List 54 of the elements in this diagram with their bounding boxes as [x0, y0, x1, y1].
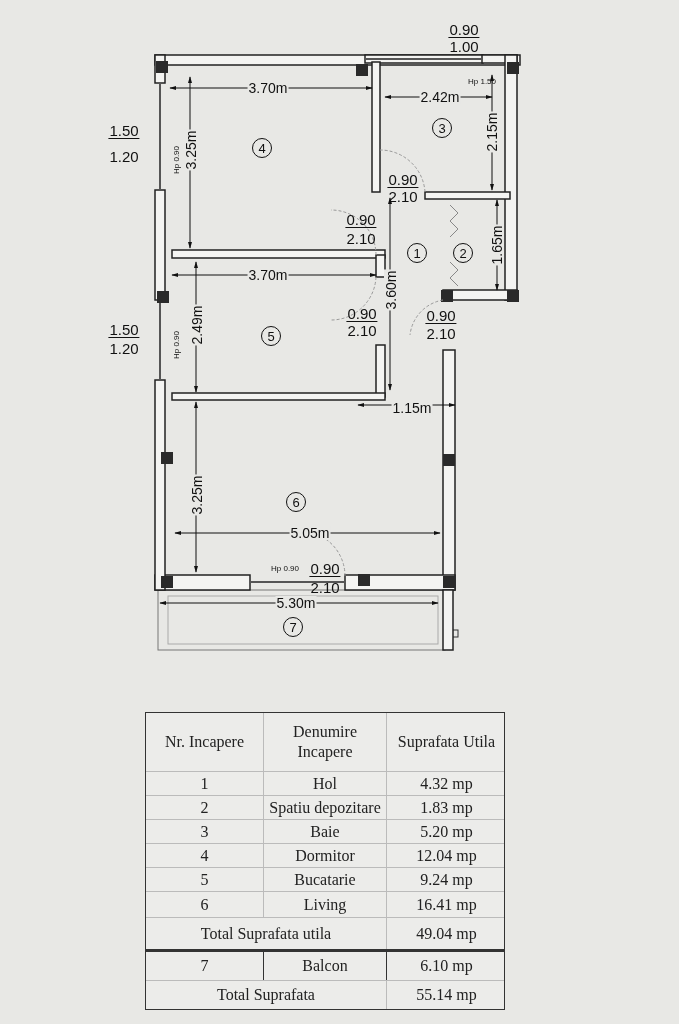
- opening-size: 1.50: [108, 322, 140, 338]
- table-cell-text: Nr. Incapere: [163, 732, 246, 753]
- dimension-label: 3.60m: [384, 269, 398, 311]
- table-cell: 4.32 mp: [386, 772, 506, 795]
- table-cell: 16.41 mp: [386, 892, 506, 917]
- opening-size: 2.10: [345, 230, 377, 246]
- sill-height: Hp 0.90: [271, 565, 299, 573]
- table-cell-text: 5: [199, 869, 210, 890]
- opening-size: 0.90: [309, 561, 341, 577]
- opening-size: 2.10: [387, 188, 419, 204]
- sill-height: Hp 0.90: [173, 146, 181, 174]
- dimension-label: 3.25m: [190, 474, 204, 516]
- table-cell: 6.10 mp: [386, 952, 506, 980]
- table-cell-text: 3: [199, 821, 210, 842]
- table-cell: Spatiu depozitare: [263, 796, 386, 819]
- table-cell: 5.20 mp: [386, 820, 506, 843]
- opening-size: 0.90: [448, 22, 480, 38]
- table-cell: 12.04 mp: [386, 844, 506, 867]
- table-cell: 49.04 mp: [386, 918, 506, 949]
- table-cell-text: 7: [199, 956, 210, 976]
- opening-size: 2.10: [309, 579, 341, 595]
- table-cell: 1.83 mp: [386, 796, 506, 819]
- table-cell: 55.14 mp: [386, 981, 506, 1009]
- dimension-label: 2.15m: [485, 111, 499, 153]
- table-cell: Living: [263, 892, 386, 917]
- opening-size: 2.10: [425, 325, 457, 341]
- opening-size: 0.90: [346, 306, 378, 322]
- opening-size: 2.10: [346, 322, 378, 338]
- table-cell-text: 4: [199, 845, 210, 866]
- table-cell: Baie: [263, 820, 386, 843]
- sill-height: Hp 0.90: [173, 331, 181, 359]
- opening-size: 1.50: [108, 123, 140, 139]
- table-cell: Dormitor: [263, 844, 386, 867]
- table-cell: Suprafata Utila: [386, 713, 506, 771]
- table-cell: 9.24 mp: [386, 868, 506, 891]
- table-cell: Balcon: [263, 952, 386, 980]
- table-cell-text: 6: [199, 894, 210, 915]
- dimension-label: 2.49m: [190, 304, 204, 346]
- table-cell-text: 1: [199, 773, 210, 794]
- table-cell: Denumire Incapere: [263, 713, 386, 771]
- opening-size: 1.20: [108, 340, 140, 356]
- table-cell-text: 2: [199, 797, 210, 818]
- opening-size: 0.90: [387, 172, 419, 188]
- opening-size: 1.20: [108, 148, 140, 164]
- table-cell: Hol: [263, 772, 386, 795]
- opening-size: 0.90: [345, 212, 377, 228]
- dimension-label: 3.25m: [184, 129, 198, 171]
- sill-height: Hp 1.50: [468, 78, 496, 86]
- opening-size: 1.00: [448, 38, 480, 54]
- table-cell-text: Total Suprafata: [216, 985, 316, 1006]
- dimension-label: 1.15m: [391, 401, 433, 415]
- opening-size: 0.90: [425, 308, 457, 324]
- table-cell: Bucatarie: [263, 868, 386, 891]
- table-cell-text: Total Suprafata utila: [199, 923, 333, 945]
